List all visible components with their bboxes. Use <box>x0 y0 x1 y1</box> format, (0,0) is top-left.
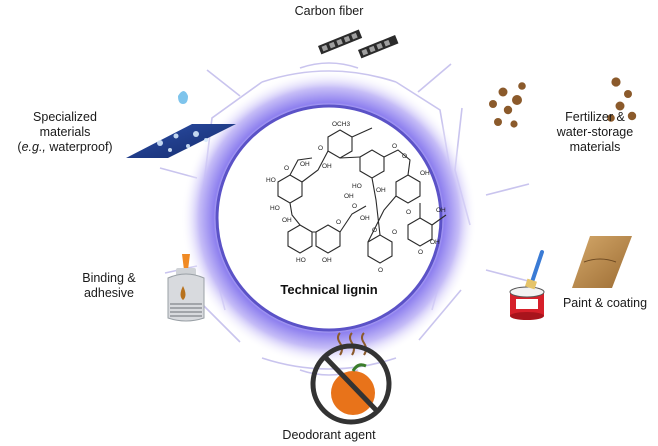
label-paint-coating: Paint & coating <box>555 296 655 311</box>
label-binding-line2: adhesive <box>83 286 135 300</box>
deodorant-prohibition-icon <box>310 332 392 425</box>
label-fertilizer-line3: materials <box>569 140 621 154</box>
svg-text:O: O <box>392 229 397 236</box>
label-paint-coating-text: Paint & coating <box>562 296 648 310</box>
spoke-right-top <box>485 183 530 196</box>
label-deodorant-text: Deodorant agent <box>282 428 376 442</box>
label-specialized-italic: e.g., <box>21 140 46 154</box>
label-binding-line1: Binding & <box>82 271 136 285</box>
svg-text:OH: OH <box>322 163 332 170</box>
svg-text:OH: OH <box>360 215 370 222</box>
lignin-atom-labels: OCH3 OH HO OH OH HO OH HO OH O OH O O OH… <box>266 121 446 274</box>
paint-can-icon <box>509 286 545 320</box>
spoke-upper-right-a <box>417 63 452 93</box>
svg-text:O: O <box>336 219 341 226</box>
carbon-fiber-icon <box>318 29 399 59</box>
spoke-right-bottom <box>485 269 533 283</box>
label-carbon-fiber-text: Carbon fiber <box>294 4 364 18</box>
fertilizer-granules-icon <box>489 77 637 128</box>
svg-text:O: O <box>372 227 377 234</box>
lignin-structure <box>277 127 447 264</box>
svg-text:OH: OH <box>282 217 292 224</box>
label-binding-adhesive: Binding & adhesive <box>66 271 152 301</box>
arc-top <box>299 62 359 69</box>
label-fertilizer-line2: water-storage <box>556 125 634 139</box>
label-fertilizer: Fertilizer & water-storage materials <box>540 110 650 155</box>
svg-text:O: O <box>418 249 423 256</box>
svg-text:O: O <box>392 143 397 150</box>
svg-text:O: O <box>406 209 411 216</box>
label-specialized-prefix: ( <box>17 140 22 154</box>
center-title: Technical lignin <box>280 282 377 297</box>
label-specialized-suffix: waterproof) <box>45 140 113 154</box>
svg-text:OH: OH <box>436 207 446 214</box>
svg-text:OH: OH <box>344 193 354 200</box>
spoke-lower-left <box>202 304 241 343</box>
wood-panel-icon <box>572 236 632 288</box>
label-carbon-fiber: Carbon fiber <box>290 4 368 19</box>
svg-text:OH: OH <box>300 161 310 168</box>
svg-text:OH: OH <box>430 239 440 246</box>
label-deodorant: Deodorant agent <box>282 428 376 443</box>
label-fertilizer-line1: Fertilizer & <box>565 110 625 124</box>
label-specialized-line3: (e.g., waterproof) <box>2 140 128 155</box>
label-specialized-line2: materials <box>39 125 91 139</box>
svg-text:OCH3: OCH3 <box>332 121 350 128</box>
paint-brush-icon <box>525 250 544 290</box>
svg-text:OH: OH <box>322 257 332 264</box>
svg-text:O: O <box>318 145 323 152</box>
svg-text:HO: HO <box>352 183 362 190</box>
svg-text:OH: OH <box>376 187 386 194</box>
svg-text:O: O <box>352 203 357 210</box>
waterproof-sheet-icon <box>126 91 236 158</box>
svg-text:HO: HO <box>266 177 276 184</box>
spoke-upper-left <box>206 69 241 97</box>
glue-bottle-icon <box>167 254 205 322</box>
svg-text:O: O <box>402 153 407 160</box>
svg-text:HO: HO <box>296 257 306 264</box>
label-specialized-materials: Specialized materials (e.g., waterproof) <box>2 110 128 155</box>
svg-text:HO: HO <box>270 205 280 212</box>
svg-text:OH: OH <box>420 170 430 177</box>
svg-text:O: O <box>284 165 289 172</box>
label-specialized-line1: Specialized <box>33 110 97 124</box>
svg-text:O: O <box>378 267 383 274</box>
